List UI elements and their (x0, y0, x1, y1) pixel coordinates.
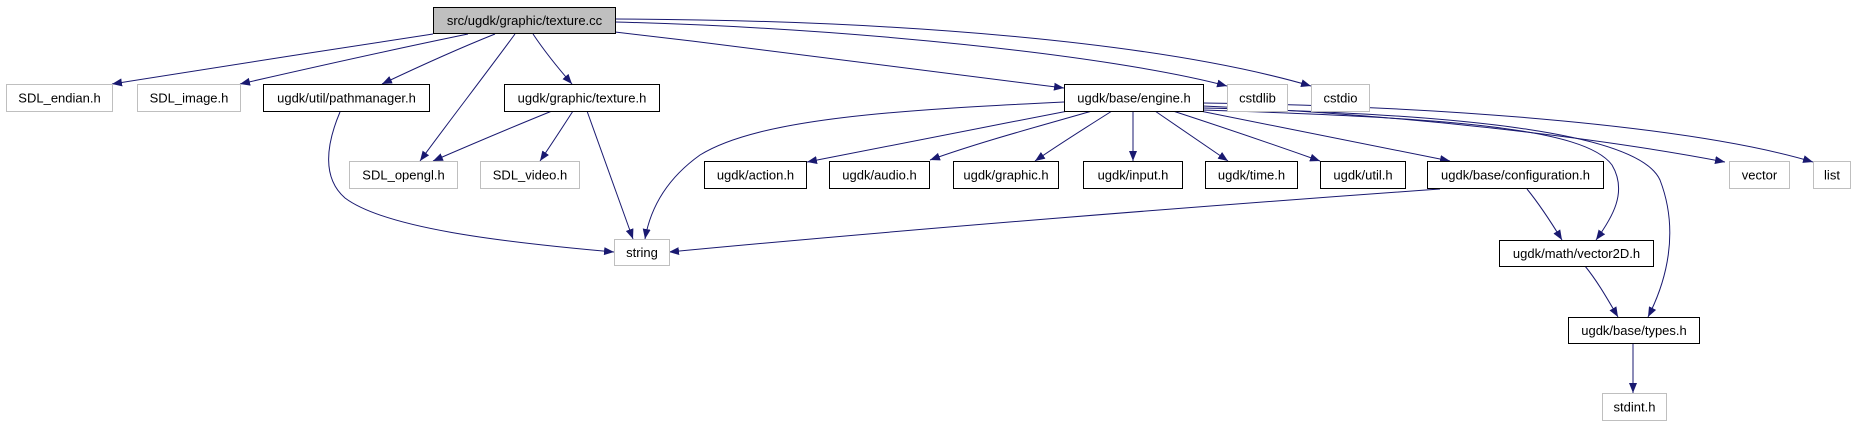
node-label: SDL_endian.h (18, 91, 100, 106)
node-sdl-endian: SDL_endian.h (6, 84, 113, 112)
node-box (504, 84, 660, 112)
node-box (1499, 240, 1654, 267)
edge-texture-cc-to-engine (614, 31, 1065, 91)
node-sdl-opengl: SDL_opengl.h (349, 161, 458, 189)
node-stdint: stdint.h (1602, 393, 1667, 421)
node-label: cstdlib (1239, 91, 1276, 106)
edge-engine-to-graphic (1034, 110, 1113, 162)
node-label: SDL_opengl.h (362, 168, 444, 183)
node-sdl-image: SDL_image.h (137, 84, 241, 112)
edge-engine-to-util (1172, 110, 1321, 162)
edge-engine-to-types (1202, 107, 1671, 318)
edge-texture-cc-to-sdl-endian (111, 33, 434, 87)
node-string: string (614, 239, 670, 266)
node-box (480, 161, 580, 189)
edge-engine-to-action (806, 110, 1069, 165)
node-sdl-video: SDL_video.h (480, 161, 580, 189)
edge-vector2d-to-types (1584, 265, 1619, 318)
edge-texture-h-to-string (586, 110, 634, 240)
node-list: list (1813, 161, 1851, 189)
node-label: ugdk/base/engine.h (1077, 91, 1190, 106)
node-time[interactable]: ugdk/time.h (1205, 161, 1298, 189)
node-box (704, 161, 807, 189)
node-graphic[interactable]: ugdk/graphic.h (953, 161, 1059, 189)
node-box (829, 161, 930, 189)
node-box (263, 84, 430, 112)
edge-engine-to-vector (1202, 105, 1726, 165)
node-label: stdint.h (1614, 400, 1656, 415)
edge-texture-h-to-sdl-video (539, 110, 574, 162)
node-label: ugdk/graphic.h (963, 168, 1048, 183)
node-label: ugdk/util.h (1333, 168, 1392, 183)
node-input[interactable]: ugdk/input.h (1083, 161, 1183, 189)
node-box (1311, 84, 1370, 112)
node-label: ugdk/input.h (1098, 168, 1169, 183)
edge-pathmanager-to-string (328, 111, 615, 256)
node-label: ugdk/action.h (717, 168, 794, 183)
nodes: src/ugdk/graphic/texture.cc SDL_endian.h… (6, 7, 1851, 421)
node-label: ugdk/base/types.h (1581, 323, 1687, 338)
node-box (1205, 161, 1298, 189)
node-label: ugdk/util/pathmanager.h (277, 91, 416, 106)
node-box (614, 239, 670, 266)
edge-texture-cc-to-sdl-opengl (419, 33, 516, 162)
edge-engine-to-configuration (1199, 110, 1451, 163)
node-vector: vector (1729, 161, 1790, 189)
node-texture-cc[interactable]: src/ugdk/graphic/texture.cc (433, 7, 616, 34)
node-box (1064, 84, 1204, 112)
edge-engine-to-audio (929, 110, 1093, 161)
edge-engine-to-time (1154, 110, 1229, 162)
node-types[interactable]: ugdk/base/types.h (1568, 317, 1700, 344)
node-box (137, 84, 241, 112)
node-box (1602, 393, 1667, 421)
edge-texture-cc-to-texture-h (532, 33, 573, 85)
edge-texture-cc-to-cstdio (614, 18, 1312, 88)
node-box (1729, 161, 1790, 189)
node-label: ugdk/time.h (1218, 168, 1285, 183)
node-label: SDL_video.h (493, 168, 567, 183)
node-engine[interactable]: ugdk/base/engine.h (1064, 84, 1204, 112)
edge-configuration-to-vector2d (1526, 188, 1563, 241)
edge-engine-to-list (1202, 102, 1814, 163)
node-texture-h[interactable]: ugdk/graphic/texture.h (504, 84, 660, 112)
node-vector2d[interactable]: ugdk/math/vector2D.h (1499, 240, 1654, 267)
edge-texture-cc-to-cstdlib (614, 21, 1228, 88)
node-configuration[interactable]: ugdk/base/configuration.h (1427, 161, 1604, 189)
node-box (433, 7, 616, 34)
node-util[interactable]: ugdk/util.h (1320, 161, 1406, 189)
node-label: ugdk/audio.h (842, 168, 916, 183)
node-pathmanager[interactable]: ugdk/util/pathmanager.h (263, 84, 430, 112)
node-audio[interactable]: ugdk/audio.h (829, 161, 930, 189)
node-box (1320, 161, 1406, 189)
node-box (1083, 161, 1183, 189)
edge-engine-to-string (642, 101, 1065, 240)
node-label: src/ugdk/graphic/texture.cc (447, 13, 603, 28)
node-label: ugdk/graphic/texture.h (518, 91, 647, 106)
edge-texture-cc-to-pathmanager (381, 33, 496, 85)
node-box (1813, 161, 1851, 189)
node-label: cstdio (1324, 91, 1358, 106)
edges (111, 18, 1814, 393)
node-box (953, 161, 1059, 189)
node-label: ugdk/base/configuration.h (1441, 168, 1590, 183)
edge-texture-cc-to-sdl-image (239, 33, 469, 86)
node-label: string (626, 245, 658, 260)
node-label: SDL_image.h (150, 91, 229, 106)
node-box (1227, 84, 1288, 112)
node-label: ugdk/math/vector2D.h (1513, 246, 1640, 261)
node-cstdio: cstdio (1311, 84, 1370, 112)
node-box (1568, 317, 1700, 344)
edge-texture-h-to-sdl-opengl (432, 110, 553, 162)
edge-engine-to-vector2d (1202, 109, 1620, 241)
node-label: list (1824, 168, 1840, 183)
node-cstdlib: cstdlib (1227, 84, 1288, 112)
edge-configuration-to-string (668, 188, 1441, 256)
node-action[interactable]: ugdk/action.h (704, 161, 807, 189)
node-box (6, 84, 113, 112)
node-box (349, 161, 458, 189)
node-box (1427, 161, 1604, 189)
node-label: vector (1742, 168, 1778, 183)
